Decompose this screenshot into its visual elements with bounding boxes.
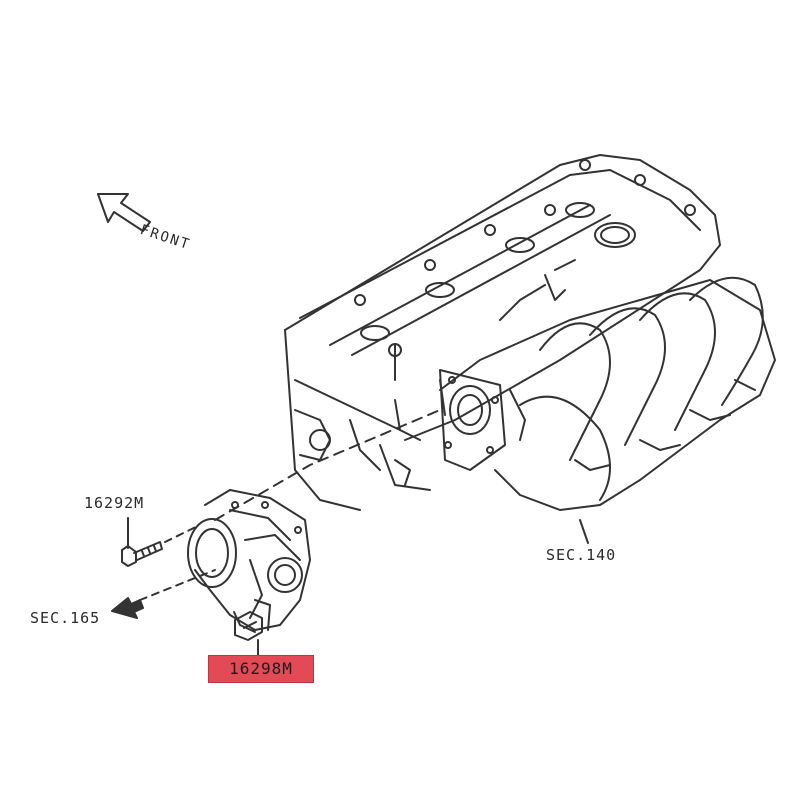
alignment-dashed-line	[214, 409, 441, 521]
wiring-section-ref: SEC.165	[30, 609, 101, 627]
sec165-dashed-line	[139, 569, 216, 601]
engine-assembly	[284, 154, 776, 511]
bolt-part-number: 16292M	[84, 494, 145, 512]
engine-section-ref: SEC.140	[546, 546, 617, 564]
sec140-leader	[579, 519, 589, 544]
throttle-body	[187, 489, 311, 641]
arrow-left-icon	[111, 597, 144, 619]
bolt-16292m	[121, 517, 163, 567]
bolt-dashed-line	[164, 524, 201, 543]
front-arrow-icon	[97, 193, 151, 232]
throttle-body-part-number[interactable]: 16298M	[208, 655, 314, 683]
